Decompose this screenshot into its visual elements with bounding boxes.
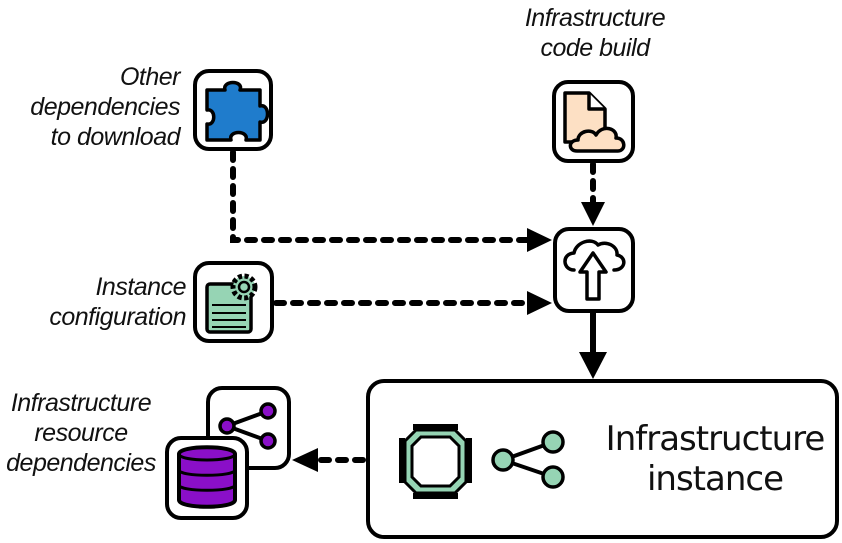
node-code-build[interactable] <box>552 80 635 163</box>
label-line: Infrastructure <box>524 4 666 32</box>
config-document-gear-icon <box>205 273 258 334</box>
node-resource-dependencies[interactable] <box>165 386 291 520</box>
label-line: to download <box>50 123 181 151</box>
label-line: Infrastructure <box>10 389 152 417</box>
share-icon <box>491 430 565 489</box>
node-instance-configuration[interactable] <box>193 261 274 343</box>
label-other-dependencies: Other dependencies to download <box>30 62 180 152</box>
database-icon <box>177 445 237 509</box>
label-line: Other <box>119 63 181 91</box>
label-line: Instance <box>95 273 186 301</box>
node-infrastructure-instance[interactable] <box>366 379 839 539</box>
edge-instance-configuration-to-upload <box>273 291 552 315</box>
arrowhead-icon <box>527 228 552 252</box>
label-line: code build <box>540 34 650 62</box>
label-code-build: Infrastructure code build <box>495 3 695 63</box>
arrowhead-icon <box>292 448 318 472</box>
label-line: dependencies <box>30 93 180 121</box>
label-instance-configuration: Instance configuration <box>0 272 186 332</box>
label-infrastructure-instance: Infrastructure instance <box>595 419 835 499</box>
share-icon <box>218 402 277 450</box>
arrowhead-icon <box>581 202 605 226</box>
edge-upload-to-instance <box>579 313 607 379</box>
edge-code-build-to-upload <box>581 161 605 226</box>
chip-icon <box>399 424 472 499</box>
cloud-upload-icon <box>563 239 626 301</box>
label-line: configuration <box>49 303 186 331</box>
edge-other-dependencies-to-upload <box>230 149 552 252</box>
label-resource-dependencies: Infrastructure resource dependencies <box>0 388 162 478</box>
arrowhead-icon <box>527 291 552 315</box>
label-line: instance <box>646 459 784 499</box>
arrowhead-icon <box>579 352 607 379</box>
puzzle-piece-icon <box>205 80 270 142</box>
label-line: dependencies <box>6 449 156 477</box>
node-upload[interactable] <box>553 227 635 313</box>
label-line: Infrastructure <box>605 419 826 459</box>
document-cloud-icon <box>563 91 626 153</box>
label-line: resource <box>34 419 128 447</box>
node-other-dependencies[interactable] <box>193 69 273 151</box>
